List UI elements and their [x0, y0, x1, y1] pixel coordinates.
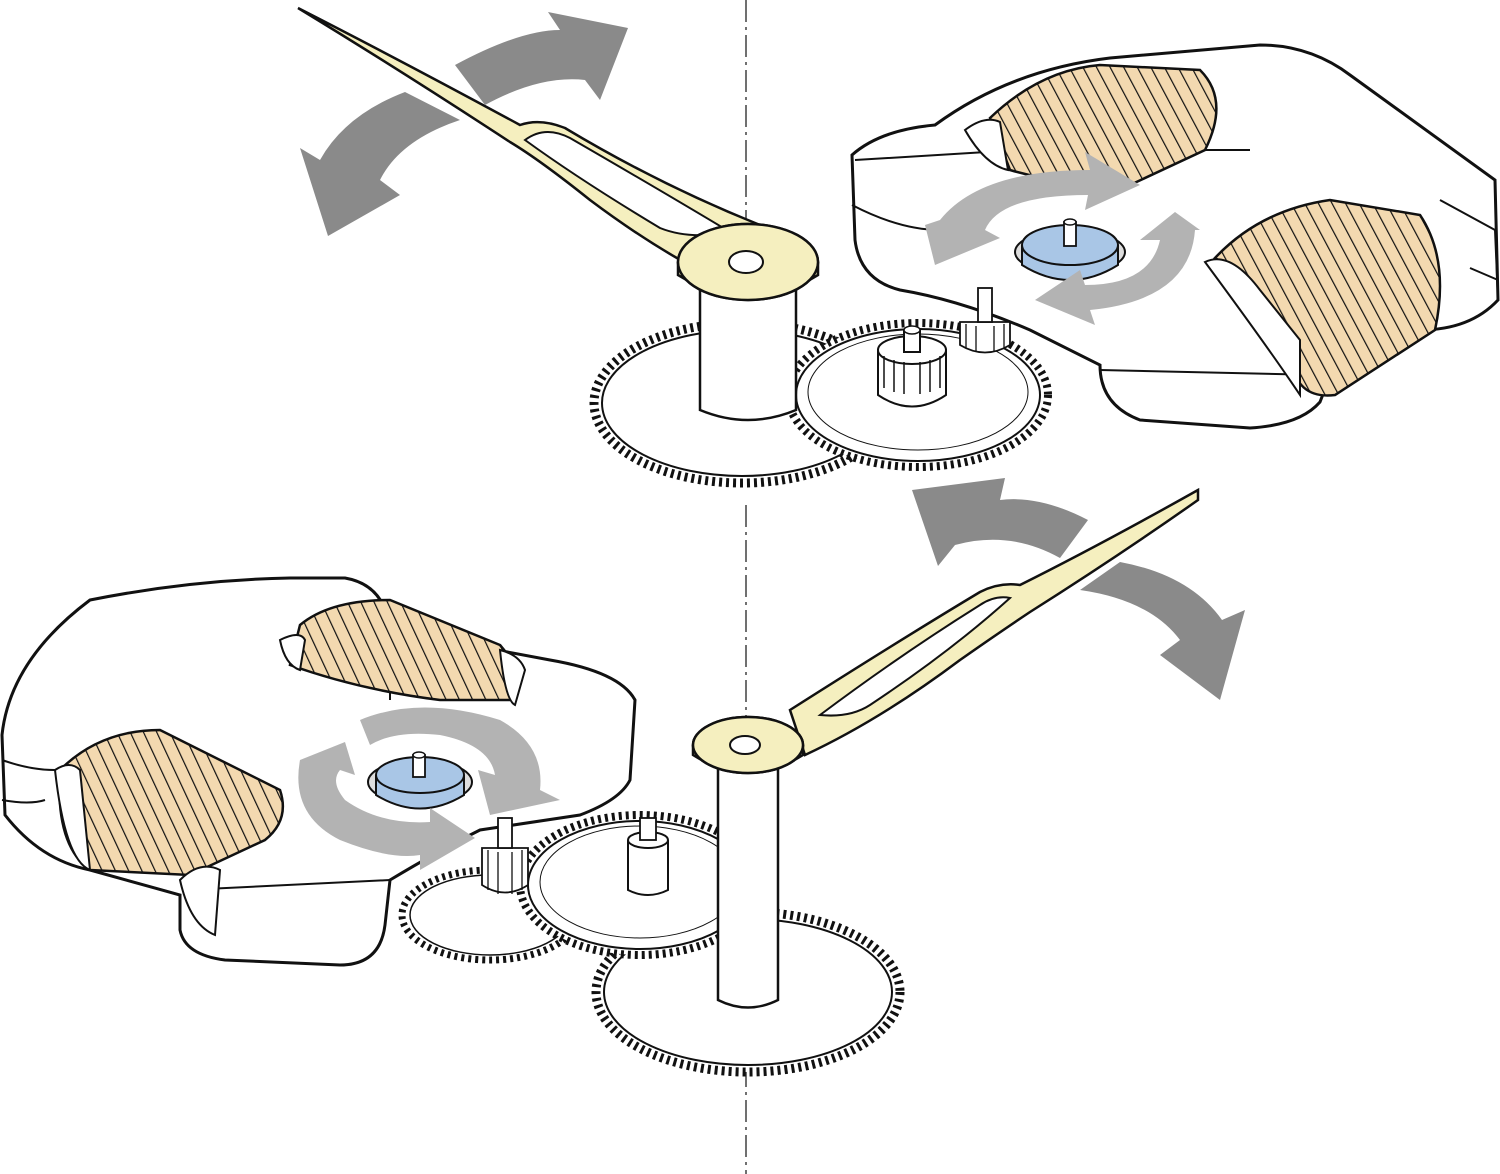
- upper-cannon-pipe: [698, 268, 798, 422]
- upper-hand: [297, 6, 820, 302]
- lower-movement: [0, 487, 1200, 1077]
- upper-intermediate-wheel: [784, 319, 1052, 471]
- upper-movement: [297, 6, 1500, 488]
- upper-rotor-rotation-arrow-icon: [925, 152, 1200, 325]
- lower-stepper-motor: [0, 576, 637, 967]
- upper-intermediate-pinion: [877, 325, 947, 408]
- upper-hand-swing-arrow-icon: [300, 12, 628, 236]
- lower-hand: [691, 487, 1200, 775]
- upper-stepper-motor: [850, 43, 1500, 430]
- lower-cannon-pipe: [716, 748, 780, 1009]
- lower-rotor-rotation-arrow-icon: [298, 707, 560, 870]
- lower-hand-swing-arrow-icon: [912, 478, 1245, 700]
